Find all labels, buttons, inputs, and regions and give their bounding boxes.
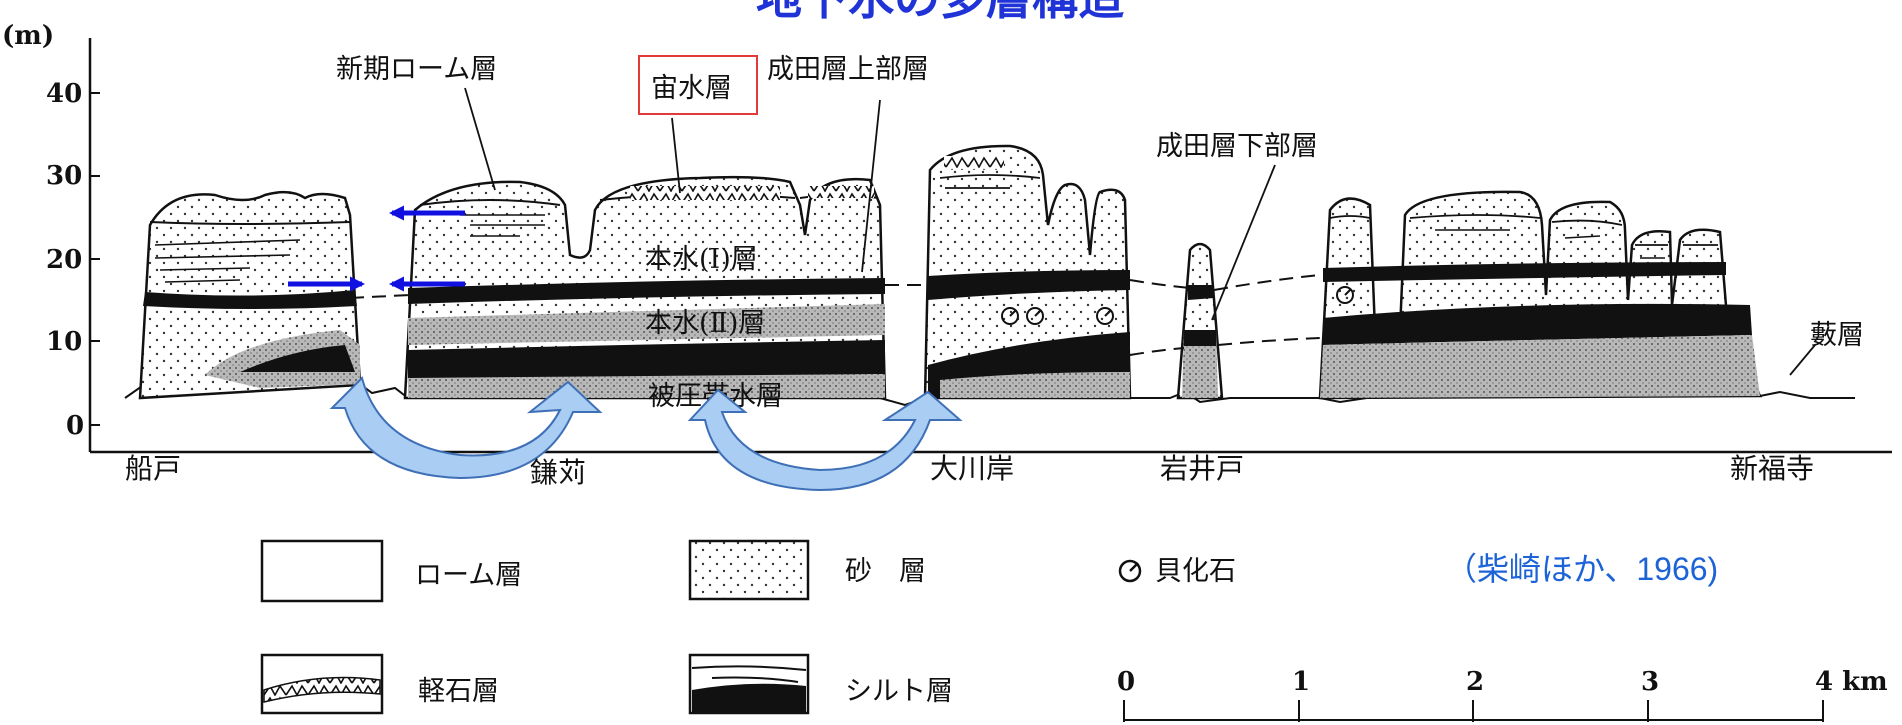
label-perched-water: 宙水層 — [651, 73, 732, 104]
citation: （柴崎ほか、1966) — [1445, 551, 1718, 587]
scale-tick-1: 1 — [1292, 667, 1310, 697]
label-narita-upper: 成田層上部層 — [767, 54, 929, 85]
y-tick-30: 30 — [46, 161, 82, 191]
y-tick-40: 40 — [46, 79, 82, 109]
place-funato: 船戸 — [125, 452, 181, 485]
upwelling-arrow-left — [329, 376, 603, 480]
block-funato — [138, 190, 362, 400]
y-tick-20: 20 — [46, 245, 82, 275]
y-tick-10: 10 — [46, 327, 82, 357]
label-yabu: 藪層 — [1810, 320, 1864, 351]
leader-lines — [464, 87, 1816, 376]
label-new-loam: 新期ローム層 — [336, 54, 497, 85]
y-axis-unit: (m) — [2, 21, 54, 51]
legend-swatch-loam — [260, 539, 384, 603]
legend-label-sand: 砂 層 — [845, 556, 926, 587]
legend: ローム層 砂 層 貝化石 軽石層 シルト層 — [260, 539, 1236, 715]
diagram-title: 地下水の多層構造 — [756, 0, 1124, 25]
label-main-water-1: 本水(Ⅰ)層 — [645, 244, 758, 275]
shell-fossils — [1001, 286, 1354, 325]
block-okawagishi — [923, 144, 1132, 400]
legend-fossil-icon — [1118, 559, 1142, 583]
scale-tick-0: 0 — [1117, 667, 1135, 697]
legend-label-pumice: 軽石層 — [418, 676, 499, 707]
legend-label-silt: シルト層 — [845, 676, 953, 707]
y-tick-0: 0 — [66, 411, 84, 441]
scale-bar: 0 1 2 3 4 km — [1117, 667, 1888, 722]
label-narita-lower: 成田層下部層 — [1156, 131, 1318, 162]
place-iwaido: 岩井戸 — [1160, 452, 1244, 485]
scale-tick-4: 4 km — [1815, 667, 1888, 697]
scale-tick-2: 2 — [1466, 667, 1484, 697]
block-iwaido — [1176, 242, 1224, 400]
place-shinpukuji: 新福寺 — [1730, 452, 1814, 485]
upwelling-arrow-right — [687, 388, 963, 492]
flow-arrows — [288, 205, 465, 292]
legend-swatch-sand — [688, 539, 810, 601]
scale-tick-3: 3 — [1641, 667, 1659, 697]
block-shinpukuji — [1318, 190, 1762, 400]
block-kamakari — [403, 175, 887, 400]
label-main-water-2: 本水(Ⅱ)層 — [645, 308, 765, 339]
place-okawagishi: 大川岸 — [930, 452, 1014, 485]
perched-water-highlight — [638, 55, 758, 115]
place-kamakari: 鎌苅 — [530, 456, 586, 489]
legend-label-loam: ローム層 — [415, 560, 522, 591]
legend-label-fossil: 貝化石 — [1155, 556, 1236, 587]
